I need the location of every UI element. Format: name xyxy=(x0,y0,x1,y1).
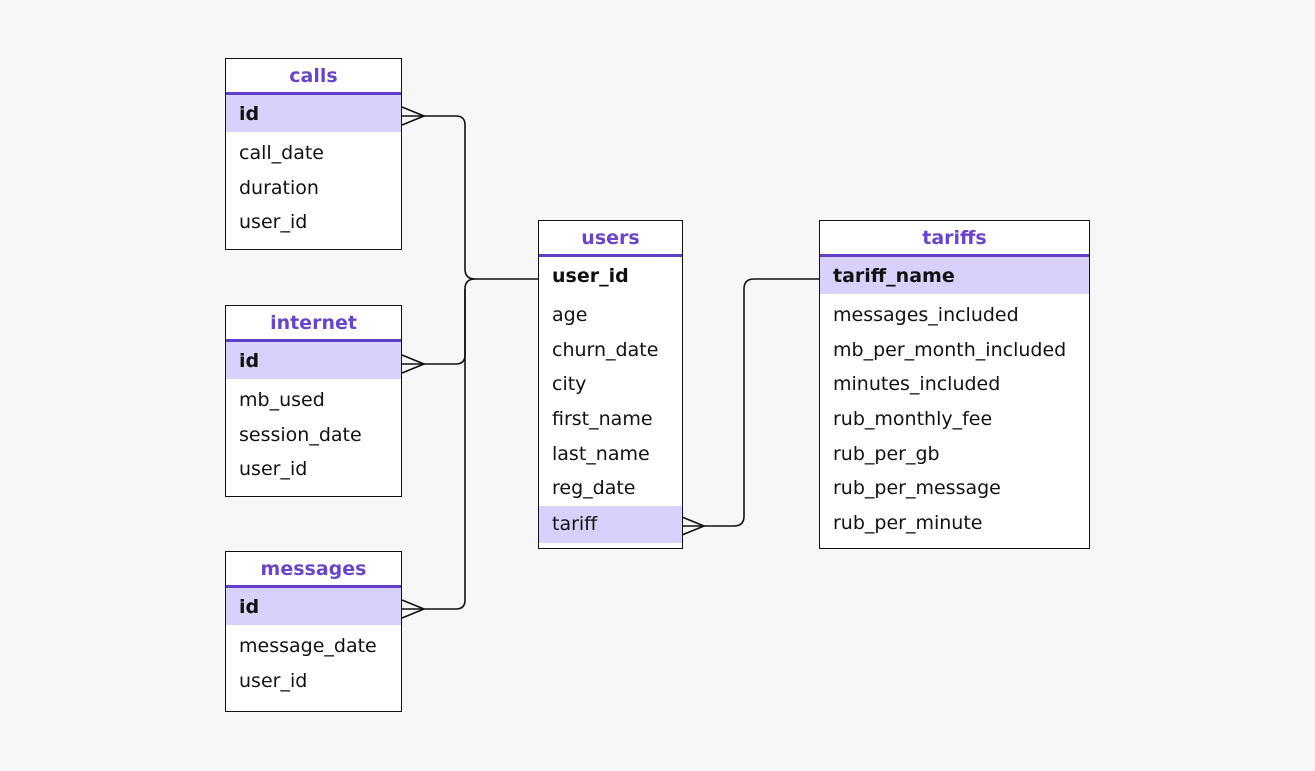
field-duration[interactable]: duration xyxy=(239,176,319,199)
crowfoot-many-icon xyxy=(401,106,427,126)
field-rub-per-gb[interactable]: rub_per_gb xyxy=(833,442,940,465)
field-last-name[interactable]: last_name xyxy=(552,442,650,465)
field-mb-used[interactable]: mb_used xyxy=(239,389,325,412)
entity-title: users xyxy=(539,221,682,257)
field-user-id[interactable]: user_id xyxy=(239,458,308,481)
relationship-messages-users xyxy=(401,289,466,619)
entity-users[interactable]: users user_id age churn_date city first_… xyxy=(538,220,683,549)
field-first-name[interactable]: first_name xyxy=(552,408,653,431)
field-age[interactable]: age xyxy=(552,304,588,327)
field-rub-monthly-fee[interactable]: rub_monthly_fee xyxy=(833,408,993,431)
field-city[interactable]: city xyxy=(552,373,587,396)
entity-messages[interactable]: messages id message_date user_id xyxy=(225,551,402,712)
crowfoot-many-icon xyxy=(401,354,427,374)
relationship-calls-users xyxy=(401,106,540,280)
field-id[interactable]: id xyxy=(226,588,401,625)
field-tariff-name[interactable]: tariff_name xyxy=(820,257,1089,294)
entity-title: internet xyxy=(226,306,401,342)
field-user-id[interactable]: user_id xyxy=(239,669,308,692)
field-tariff[interactable]: tariff xyxy=(539,505,682,543)
field-rub-per-minute[interactable]: rub_per_minute xyxy=(833,511,983,534)
field-user-id[interactable]: user_id xyxy=(552,264,629,287)
entity-title: tariffs xyxy=(820,221,1089,257)
relationship-internet-users xyxy=(401,278,476,374)
entity-tariffs[interactable]: tariffs tariff_name messages_included mb… xyxy=(819,220,1090,549)
field-minutes-included[interactable]: minutes_included xyxy=(833,373,1001,396)
entity-title: calls xyxy=(226,59,401,95)
entity-calls[interactable]: calls id call_date duration user_id xyxy=(225,58,402,250)
entity-internet[interactable]: internet id mb_used session_date user_id xyxy=(225,305,402,497)
relationship-users-tariffs xyxy=(681,278,820,536)
field-id[interactable]: id xyxy=(226,342,401,379)
crowfoot-many-icon xyxy=(401,599,427,619)
field-reg-date[interactable]: reg_date xyxy=(552,477,636,500)
field-churn-date[interactable]: churn_date xyxy=(552,338,659,361)
crowfoot-many-icon xyxy=(681,516,707,536)
field-id[interactable]: id xyxy=(226,95,401,132)
field-rub-per-message[interactable]: rub_per_message xyxy=(833,477,1001,500)
field-messages-included[interactable]: messages_included xyxy=(833,304,1019,327)
field-user-id[interactable]: user_id xyxy=(239,211,308,234)
field-call-date[interactable]: call_date xyxy=(239,142,324,165)
field-mb-per-month-included[interactable]: mb_per_month_included xyxy=(833,338,1067,361)
entity-title: messages xyxy=(226,552,401,588)
field-message-date[interactable]: message_date xyxy=(239,635,377,658)
field-session-date[interactable]: session_date xyxy=(239,423,362,446)
